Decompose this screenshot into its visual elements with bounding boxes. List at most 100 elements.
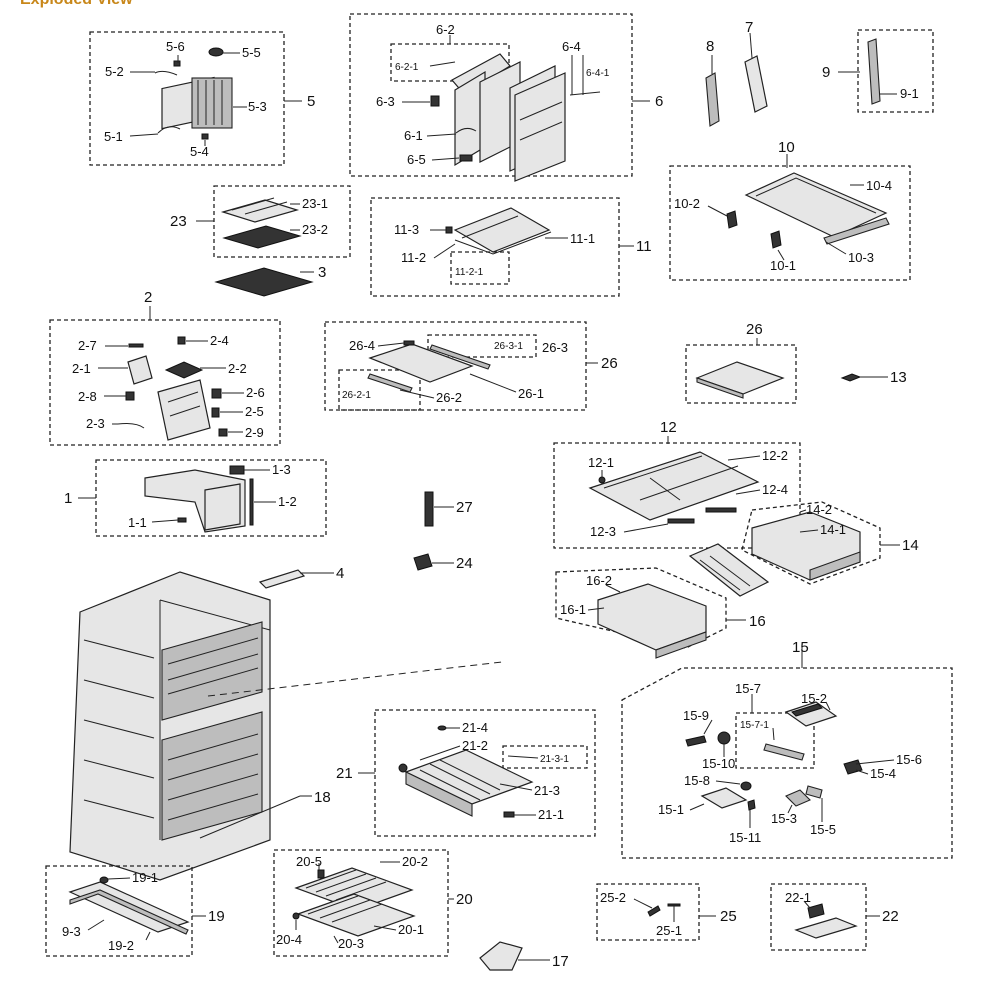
parts-27-24-4: 27 24 4: [258, 491, 473, 589]
label-5-5: 5-5: [242, 45, 261, 60]
label-6-4: 6-4: [562, 39, 581, 54]
label-5-4: 5-4: [190, 144, 209, 159]
part-17: 17: [479, 941, 569, 971]
label-12: 12: [660, 419, 677, 436]
label-21-1: 21-1: [538, 807, 564, 822]
label-20: 20: [456, 891, 473, 908]
group-16: 16-2 16-1 16: [555, 567, 766, 659]
label-1-3: 1-3: [272, 462, 291, 477]
label-16: 16: [749, 613, 766, 630]
group-19: 19-1 9-3 19-2 19: [45, 865, 225, 957]
label-1-1: 1-1: [128, 515, 147, 530]
cabinet-18: 18: [69, 571, 503, 881]
group-14: 14-2 14-1 14: [688, 501, 919, 597]
label-23-2: 23-2: [302, 222, 328, 237]
group-5: 5-6 5-5 5-2 5-3 5-1 5-4 5: [89, 31, 315, 166]
label-11: 11: [636, 238, 652, 255]
label-7: 7: [745, 19, 753, 36]
label-12-2: 12-2: [762, 448, 788, 463]
label-15-2: 15-2: [801, 691, 827, 706]
label-22: 22: [882, 908, 899, 925]
label-15-10: 15-10: [702, 756, 735, 771]
label-16-1: 16-1: [560, 602, 586, 617]
label-5-1: 5-1: [104, 129, 123, 144]
label-27: 27: [456, 499, 473, 516]
label-15-11: 15-11: [729, 830, 761, 845]
group-20: 20-5 20-2 20-4 20-3 20-1 20: [273, 849, 473, 957]
label-15-5: 15-5: [810, 822, 836, 837]
label-15-4: 15-4: [870, 766, 896, 781]
group-15: 15 15-7 15-2 15-7-1 15-9 15-10 15-6 15-4…: [621, 639, 953, 859]
label-21-2: 21-2: [462, 738, 488, 753]
label-2-5: 2-5: [245, 404, 264, 419]
label-24: 24: [456, 555, 473, 572]
label-26-2-1: 26-2-1: [342, 390, 371, 401]
label-20-5: 20-5: [296, 854, 322, 869]
label-26-3: 26-3: [542, 340, 568, 355]
label-14: 14: [902, 537, 919, 554]
group-21: 21-4 21-2 21-3-1 21-3 21-1 21: [336, 709, 596, 837]
label-2-8: 2-8: [78, 389, 97, 404]
label-14-2: 14-2: [806, 502, 832, 517]
label-8: 8: [706, 38, 714, 55]
label-2-3: 2-3: [86, 416, 105, 431]
label-12-1: 12-1: [588, 455, 614, 470]
label-25-1: 25-1: [656, 923, 682, 938]
label-19: 19: [208, 908, 225, 925]
label-2-1: 2-1: [72, 361, 91, 376]
label-10-1: 10-1: [770, 258, 796, 273]
label-2-2: 2-2: [228, 361, 247, 376]
label-6-2-1: 6-2-1: [395, 62, 419, 73]
label-19-2: 19-2: [108, 938, 134, 953]
label-26-2: 26-2: [436, 390, 462, 405]
label-10-3: 10-3: [848, 250, 874, 265]
group-25: 25-2 25-1 25: [596, 883, 737, 941]
label-6-1: 6-1: [404, 128, 423, 143]
label-20-4: 20-4: [276, 932, 302, 947]
label-10: 10: [778, 139, 795, 156]
label-10-2: 10-2: [674, 196, 700, 211]
label-20-3: 20-3: [338, 936, 364, 951]
label-21-3: 21-3: [534, 783, 560, 798]
label-1: 1: [64, 490, 72, 507]
label-2-9: 2-9: [245, 425, 264, 440]
label-4: 4: [336, 565, 344, 582]
label-20-2: 20-2: [402, 854, 428, 869]
label-11-2-1: 11-2-1: [455, 267, 484, 278]
label-25-2: 25-2: [600, 890, 626, 905]
label-9-3: 9-3: [62, 924, 81, 939]
page-title: Exploded View: [20, 0, 133, 8]
label-6: 6: [655, 93, 663, 110]
label-9-1: 9-1: [900, 86, 919, 101]
label-19-1: 19-1: [132, 870, 158, 885]
group-11: 11-3 11-1 11-2 11-2-1 11: [370, 197, 652, 297]
label-26-4: 26-4: [349, 338, 375, 353]
group-1: 1-3 1-2 1-1 1: [64, 459, 327, 537]
label-11-3: 11-3: [394, 222, 419, 237]
group-2: 2 2-7 2-4 2-1 2-2 2-8 2-6 2-5 2-3 2-9: [49, 289, 281, 446]
label-21-4: 21-4: [462, 720, 488, 735]
label-20-1: 20-1: [398, 922, 424, 937]
label-15-7: 15-7: [735, 681, 761, 696]
group-26-shelf: 26-4 26-3-1 26-3 26-1 26-2-1 26-2 26: [324, 321, 618, 411]
label-16-2: 16-2: [586, 573, 612, 588]
label-15-8: 15-8: [684, 773, 710, 788]
label-15: 15: [792, 639, 809, 656]
group-12: 12 12-1 12-2 12-4 12-3: [553, 419, 801, 549]
label-21-3-1: 21-3-1: [540, 754, 569, 765]
label-21: 21: [336, 765, 353, 782]
label-17: 17: [552, 953, 569, 970]
label-11-2: 11-2: [401, 250, 426, 265]
label-26-1: 26-1: [518, 386, 544, 401]
label-9: 9: [822, 64, 830, 81]
label-11-1: 11-1: [570, 231, 595, 246]
label-3: 3: [318, 264, 326, 281]
group-22: 22-1 22: [770, 883, 899, 951]
label-2-6: 2-6: [246, 385, 265, 400]
group-6: 6-2 6-2-1 6-4 6-4-1 6-3 6-1 6-5 6: [349, 13, 663, 182]
label-15-6: 15-6: [896, 752, 922, 767]
label-5-6: 5-6: [166, 39, 185, 54]
label-6-3: 6-3: [376, 94, 395, 109]
label-1-2: 1-2: [278, 494, 297, 509]
